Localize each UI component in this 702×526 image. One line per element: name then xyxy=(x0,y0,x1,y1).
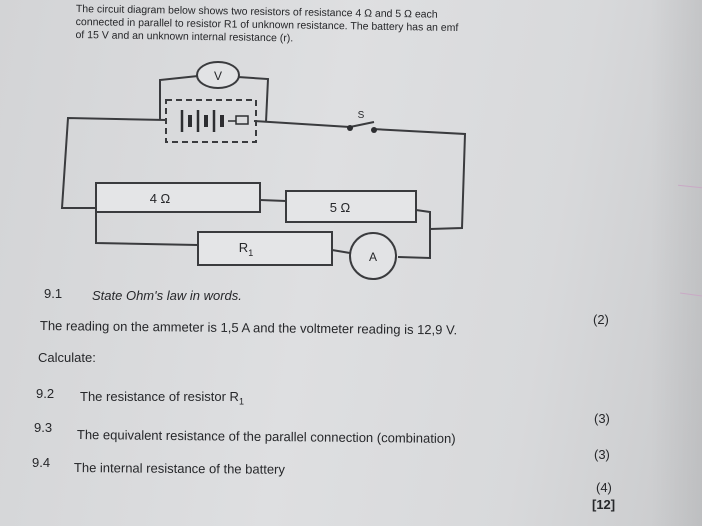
resistor-r1 xyxy=(197,231,333,266)
resistor-5-ohm xyxy=(285,190,417,223)
wire-voltmeter xyxy=(159,75,270,123)
q94-mark: (4) xyxy=(596,480,612,495)
switch-contact-right xyxy=(371,127,377,133)
q91-text: State Ohm's law in words. xyxy=(92,288,242,303)
wire-top-left xyxy=(60,116,167,209)
switch-lever xyxy=(349,121,375,128)
q92-text: The resistance of resistor R1 xyxy=(80,389,244,407)
given-readings: The reading on the ammeter is 1,5 A and … xyxy=(39,318,458,338)
q91-number: 9.1 xyxy=(44,286,63,301)
wire-top-right xyxy=(253,120,351,128)
wire-r1-ammeter xyxy=(331,249,351,254)
q93-mark: (3) xyxy=(594,447,610,462)
page-edge-shadow xyxy=(650,0,702,526)
q93-number: 9.3 xyxy=(34,420,53,435)
wire-ammeter-right xyxy=(397,209,431,260)
q91-mark: (2) xyxy=(593,312,609,327)
battery-cells-icon xyxy=(180,110,249,132)
wire-right xyxy=(371,128,467,230)
voltmeter-label: V xyxy=(214,69,222,83)
q94-text: The internal resistance of the battery xyxy=(73,460,286,477)
resistor-4-ohm xyxy=(95,182,261,213)
battery-dashed-box xyxy=(165,99,257,143)
circuit-diagram: V S 4 Ω 5 Ω R1 A xyxy=(60,61,467,280)
voltmeter-icon xyxy=(196,61,240,89)
switch-label: S xyxy=(358,110,365,121)
total-marks: [12] xyxy=(592,497,616,512)
ammeter-label: A xyxy=(369,250,377,264)
resistor-4-ohm-label: 4 Ω xyxy=(150,191,171,206)
switch-contact-left xyxy=(347,125,353,131)
ammeter-icon xyxy=(349,232,397,280)
calculate-heading: Calculate: xyxy=(38,350,96,365)
resistor-r1-label: R1 xyxy=(239,240,253,258)
wire-4ohm-5ohm xyxy=(259,199,287,202)
resistor-5-ohm-label: 5 Ω xyxy=(330,200,351,215)
q92-mark: (3) xyxy=(594,411,610,426)
q94-number: 9.4 xyxy=(32,455,51,470)
q92-number: 9.2 xyxy=(36,386,55,401)
q93-text: The equivalent resistance of the paralle… xyxy=(76,427,456,446)
